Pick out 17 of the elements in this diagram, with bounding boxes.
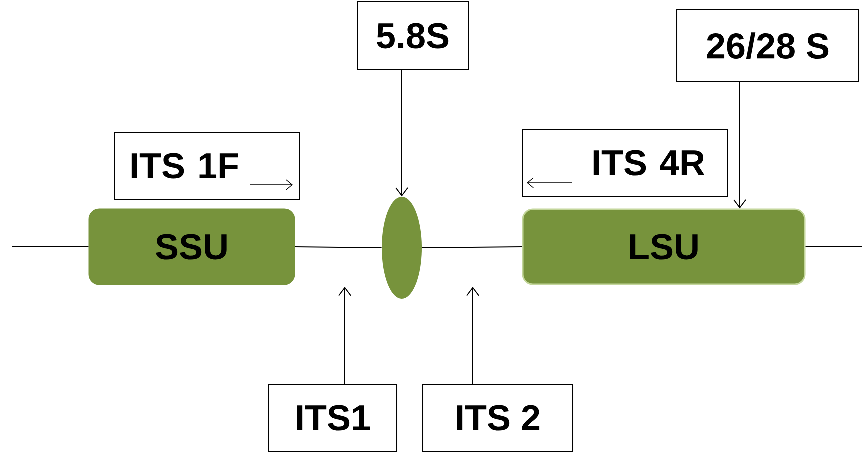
backbone-line — [294, 246, 382, 248]
gene-segment-ellipse — [382, 197, 422, 299]
backbone-line — [422, 246, 523, 248]
arrow — [396, 70, 408, 197]
gene-segment-box: SSU — [88, 208, 296, 286]
label-box: ITS 4R — [522, 129, 728, 197]
backbone-line — [12, 246, 90, 248]
label-box: ITS1 — [268, 384, 398, 452]
backbone-line — [805, 246, 862, 248]
label-box: ITS 1F — [114, 132, 300, 200]
label-box: 5.8S — [357, 2, 469, 70]
label-box: ITS 2 — [422, 384, 574, 452]
gene-segment-box: LSU — [522, 208, 806, 286]
arrow — [466, 287, 480, 384]
arrow — [338, 287, 352, 384]
label-box: 26/28 S — [676, 10, 860, 82]
arrow — [734, 82, 746, 209]
